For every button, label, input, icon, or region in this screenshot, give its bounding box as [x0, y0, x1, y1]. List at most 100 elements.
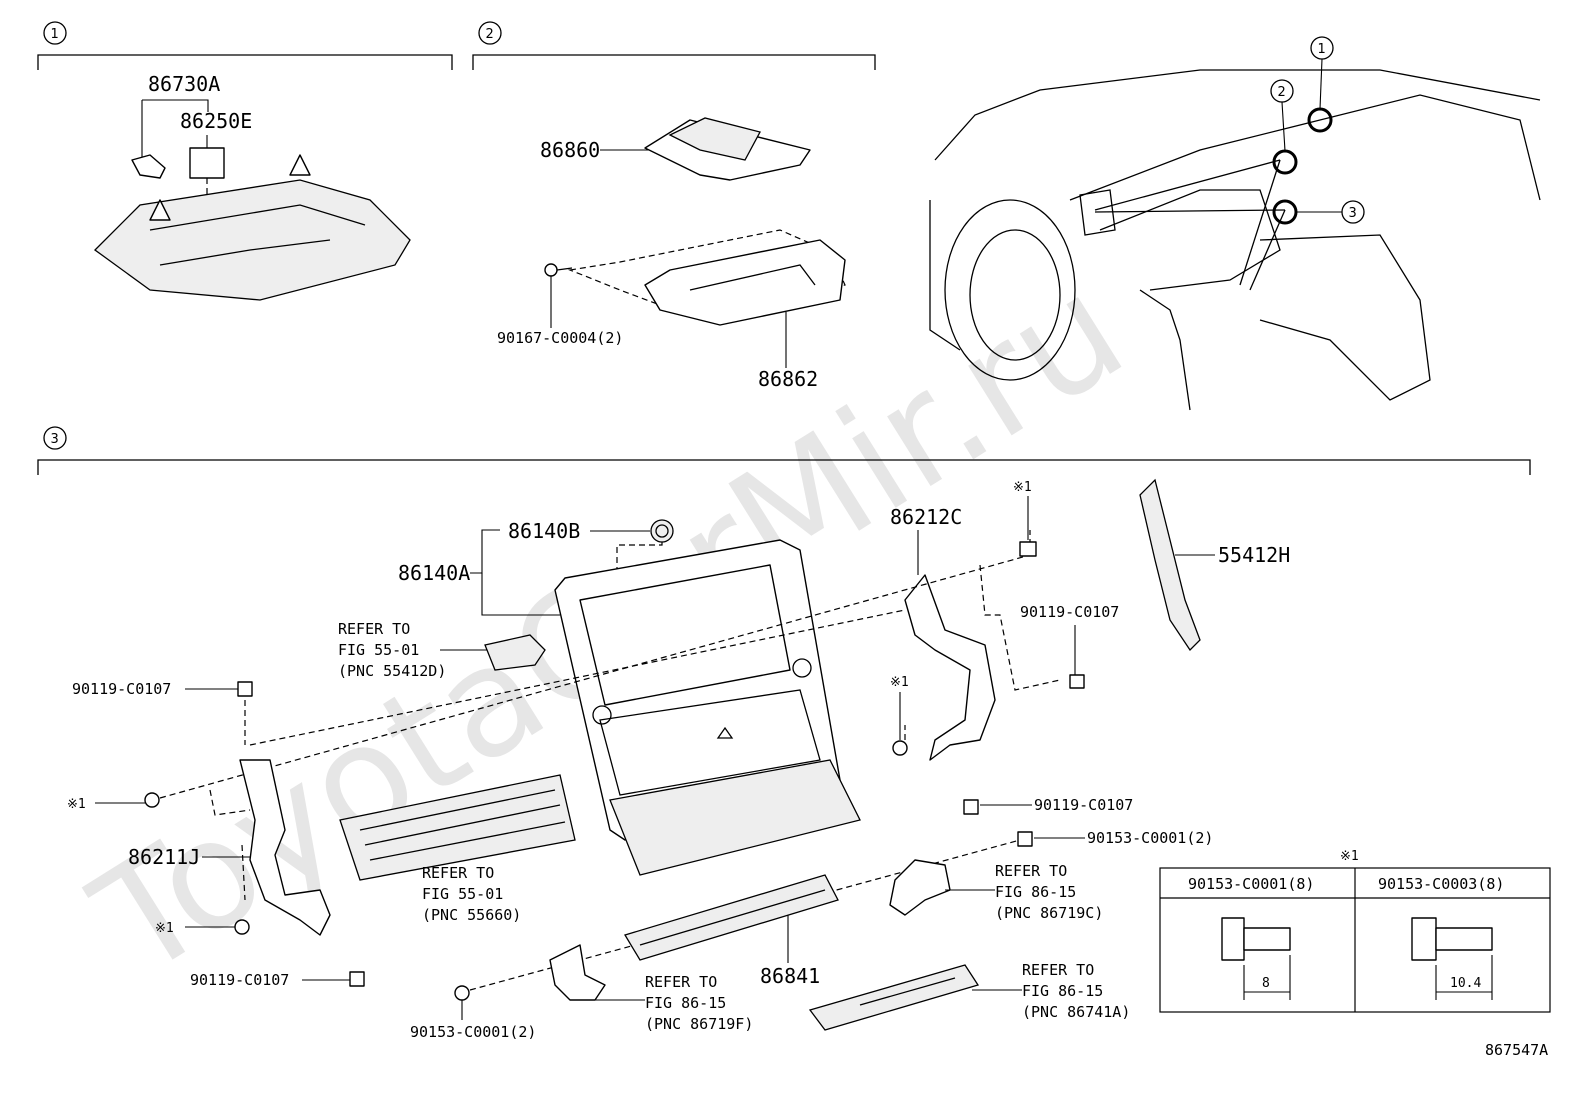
display-86140A-lower — [609, 759, 861, 876]
dash-right-box — [979, 564, 1061, 691]
location-3-ring — [1272, 199, 1298, 225]
overhead-console — [94, 179, 411, 301]
note-mark-1: ※1 — [1013, 480, 1032, 495]
panel-55412H — [1139, 478, 1201, 652]
note-mark-3: ※1 — [67, 797, 86, 812]
part-86860-label: 86860 — [540, 138, 600, 162]
note-mark-4: ※1 — [155, 921, 174, 936]
vehicle-wheel-inner — [969, 229, 1061, 361]
part-86140B-label: 86140B — [508, 519, 580, 543]
locator-1-leader — [1319, 58, 1323, 110]
screw-90167-shank — [556, 267, 573, 271]
leader-86140A-down — [481, 573, 560, 616]
bracket-86211J — [239, 759, 331, 936]
trim-55412D — [484, 634, 546, 671]
refer-55412D-line1: REFER TO — [338, 620, 410, 638]
section-2-number: 2 — [486, 27, 494, 42]
locator-marker-1-number: 1 — [1318, 42, 1326, 57]
module-86841-detail — [639, 889, 826, 946]
bracket-86212C — [904, 574, 996, 761]
refer-55412D-line3: (PNC 55412D) — [338, 662, 446, 680]
part-90153-bottom-label: 90153-C0001(2) — [410, 1023, 536, 1041]
display-86140A-control-panel — [599, 689, 821, 796]
bracket-86862-dash — [567, 229, 846, 321]
part-90119-left-bottom-label: 90119-C0107 — [190, 971, 289, 989]
section-2-marker — [478, 21, 502, 45]
bolt-90153-C0003-shank — [1435, 927, 1493, 951]
section-1-bracket — [37, 54, 453, 70]
nut-left-bottom — [234, 919, 250, 935]
console-detail — [159, 239, 331, 266]
dashboard-top — [1069, 94, 1541, 201]
section-1-number: 1 — [51, 27, 59, 42]
part-86862-label: 86862 — [758, 367, 818, 391]
section-3: 3 86140B 86140A REFER TO FIG 55-01 (PNC … — [37, 426, 1531, 1041]
display-button-seat — [792, 658, 812, 678]
nut-middle — [892, 740, 908, 756]
display-86140A-screen — [579, 564, 791, 706]
bolt-2-dimension: 10.4 — [1450, 976, 1481, 991]
locator-marker-2-number: 2 — [1278, 85, 1286, 100]
fastener-table: ※1 90153-C0001(8) 90153-C0003(8) 8 10.4 — [1159, 849, 1551, 1013]
refer-55412D-line2: FIG 55-01 — [338, 641, 419, 659]
steering-column — [1099, 189, 1281, 291]
vehicle-wheel-outer — [944, 199, 1076, 381]
bolt-90153-C0001-head — [1221, 917, 1245, 961]
bracket-86719C — [889, 859, 951, 916]
nut-top — [1019, 541, 1037, 557]
refer-55660-line3: (PNC 55660) — [422, 906, 521, 924]
section-3-bracket — [37, 459, 1531, 475]
vent-55660-slats — [359, 789, 566, 861]
bracket-86719F — [549, 944, 606, 1001]
figure-number: 867547A — [1485, 1041, 1548, 1059]
display-knob-seat — [592, 705, 612, 725]
vehicle-roofline — [934, 69, 1541, 161]
dash-left-box — [209, 789, 251, 816]
refer-86741A-line2: FIG 86-15 — [1022, 982, 1103, 1000]
section-2-bracket — [472, 54, 876, 70]
bracket-86862 — [644, 239, 846, 326]
section-2: 2 86860 90167-C0004(2) 86862 — [472, 21, 876, 391]
refer-55660-line1: REFER TO — [422, 864, 494, 882]
part-86212C-label: 86212C — [890, 505, 962, 529]
locator-2-leader — [1281, 101, 1286, 152]
locator-marker-3-number: 3 — [1349, 206, 1357, 221]
switch-86741A-detail — [859, 977, 956, 1006]
refer-86719F-line3: (PNC 86719F) — [645, 1015, 753, 1033]
bolt-90153-C0001-shank — [1243, 927, 1291, 951]
refer-86719F-line2: FIG 86-15 — [645, 994, 726, 1012]
vehicle-locator-view: 1 2 3 — [929, 36, 1541, 411]
bolt-1-dimension: 8 — [1262, 976, 1270, 991]
locator-line-3 — [1094, 209, 1286, 213]
screw-90153-bottom — [454, 985, 470, 1001]
screw-90167 — [544, 263, 558, 277]
location-2-ring — [1272, 149, 1298, 175]
vehicle-a-pillar — [929, 200, 961, 351]
bolt-90153-C0003-head — [1411, 917, 1437, 961]
section-1-marker — [43, 21, 67, 45]
part-86841-label: 86841 — [760, 964, 820, 988]
part-90119-top-right-label: 90119-C0107 — [1020, 603, 1119, 621]
part-86140A-label: 86140A — [398, 561, 470, 585]
fastener-col2-header: 90153-C0003(8) — [1378, 875, 1504, 893]
switch-86741A — [808, 964, 980, 1031]
hazard-icon — [716, 726, 734, 739]
pedal-area — [1139, 289, 1191, 411]
section-3-marker — [43, 426, 67, 450]
refer-86719C-line2: FIG 86-15 — [995, 883, 1076, 901]
part-90153-right-label: 90153-C0001(2) — [1087, 829, 1213, 847]
module-86860-box — [668, 117, 761, 161]
switch-86250E — [189, 147, 225, 179]
refer-86719F-line1: REFER TO — [645, 973, 717, 991]
console-ridge — [149, 204, 366, 231]
part-90119-mid-right-label: 90119-C0107 — [1034, 796, 1133, 814]
center-console — [1259, 234, 1431, 401]
fastener-table-note: ※1 — [1340, 849, 1359, 864]
refer-86741A-line3: (PNC 86741A) — [1022, 1003, 1130, 1021]
mirror — [1079, 189, 1116, 236]
fastener-col1-header: 90153-C0001(8) — [1188, 875, 1314, 893]
section-3-number: 3 — [51, 432, 59, 447]
locator-line-3b — [1249, 209, 1286, 291]
part-86730A-label: 86730A — [148, 72, 220, 96]
